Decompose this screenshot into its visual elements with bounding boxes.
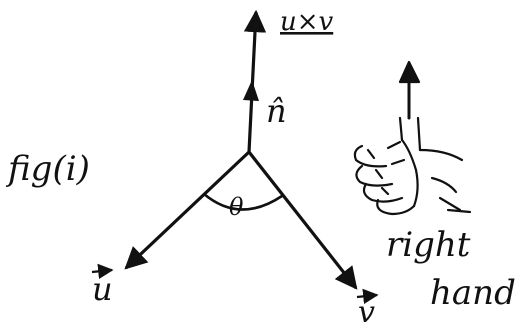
angle-arc	[203, 193, 283, 211]
angle-label: θ	[229, 193, 244, 221]
unit-normal-arrowhead	[243, 80, 259, 101]
unit-normal-label: n̂	[266, 92, 287, 130]
thumbs-up-right-hand-icon	[353, 60, 472, 216]
vector-v-label: v	[358, 295, 375, 329]
vector-v-overarrow	[356, 288, 379, 305]
hand-label-line2: hand	[430, 273, 516, 313]
vector-v	[247, 151, 358, 290]
vector-u-label: u	[92, 270, 113, 308]
figure-caption: fig(i)	[5, 149, 90, 189]
cross-product-label: u×v	[280, 7, 334, 37]
vector-u-overarrow	[91, 263, 114, 280]
vector-u	[124, 150, 251, 270]
hand-label-line1: right	[386, 225, 471, 265]
